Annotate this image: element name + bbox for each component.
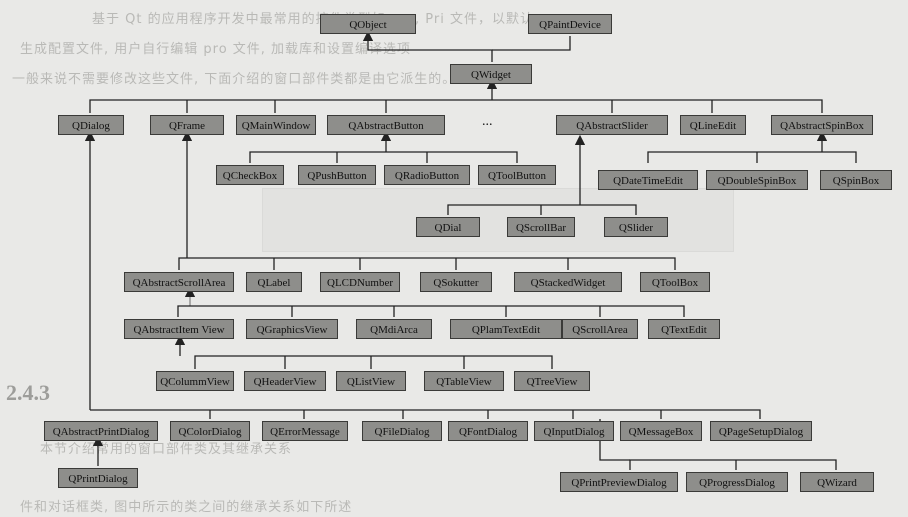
class-qcolumnview: QColummView: [156, 371, 234, 391]
class-qmainwindow: QMainWindow: [236, 115, 316, 135]
class-qspinbox: QSpinBox: [820, 170, 892, 190]
bus-button-children: [249, 151, 518, 163]
class-qheaderview: QHeaderView: [244, 371, 326, 391]
class-qmdiarea: QMdiArca: [356, 319, 432, 339]
class-qinputdialog: QInputDialog: [534, 421, 614, 441]
class-qgraphicsview: QGraphicsView: [246, 319, 338, 339]
class-qdatetimeedit: QDateTimeEdit: [598, 170, 698, 190]
edge-qwidget-qpaintdevice: [492, 36, 571, 51]
class-qplaintextedit: QPlamTextEdit: [450, 319, 562, 339]
bus-scrollarea-children: [177, 305, 685, 317]
bus-spinbox-children: [647, 151, 857, 163]
class-qtextedit: QTextEdit: [648, 319, 720, 339]
class-qmessagebox: QMessageBox: [620, 421, 702, 441]
class-qabstractslider: QAbstractSlider: [556, 115, 668, 135]
edge-qwidget-qobject: [362, 30, 493, 62]
class-qdial: QDial: [416, 217, 480, 237]
bus-slider-children: [447, 204, 637, 215]
class-qpagesetupdialog: QPageSetupDialog: [710, 421, 812, 441]
more-classes-ellipsis: ...: [482, 114, 493, 129]
class-qabstractspinbox: QAbstractSpinBox: [771, 115, 873, 135]
background-text-line: 生成配置文件, 用户自行编辑 pro 文件, 加载库和设置编译选项: [20, 42, 412, 57]
class-qpaintdevice: QPaintDevice: [528, 14, 612, 34]
class-qprintdialog: QPrintDialog: [58, 468, 138, 488]
class-qlabel: QLabel: [246, 272, 302, 292]
class-qobject: QObject: [320, 14, 416, 34]
bus-frame-children: [178, 257, 676, 270]
class-qdialog: QDialog: [58, 115, 124, 135]
class-qfontdialog: QFontDialog: [448, 421, 528, 441]
class-qtoolbutton: QToolButton: [478, 165, 556, 185]
class-qabstractbutton: QAbstractButton: [327, 115, 445, 135]
bus-itemview-children: [194, 355, 553, 369]
class-qlistview: QListView: [336, 371, 406, 391]
class-qstackedwidget: QStackedWidget: [514, 272, 622, 292]
background-text-line: 基于 Qt 的应用程序开发中最常用的控件类型如 pro, Pri 文件，以默认: [92, 12, 534, 27]
class-qerrormessage: QErrorMessage: [262, 421, 348, 441]
class-qpushbutton: QPushButton: [298, 165, 376, 185]
bus-dialog-children: [90, 409, 761, 419]
section-heading: 2.4.3: [6, 380, 50, 405]
class-qcheckbox: QCheckBox: [216, 165, 284, 185]
bus-dialog-row2: [629, 459, 837, 470]
class-qprintpreviewdialog: QPrintPreviewDialog: [560, 472, 678, 492]
class-qtreeview: QTreeView: [514, 371, 590, 391]
background-text-line: 一般来说不需要修改这些文件, 下面介绍的窗口部件类都是由它派生的。: [12, 72, 457, 87]
class-qabstractscrollarea: QAbstractScrollArea: [124, 272, 234, 292]
class-qlcdnumber: QLCDNumber: [320, 272, 400, 292]
class-qframe: QFrame: [150, 115, 224, 135]
class-qslider: QSlider: [604, 217, 668, 237]
bus-level1: [89, 99, 823, 113]
class-qradiobutton: QRadioButton: [384, 165, 470, 185]
class-qabstractprintdialog: QAbstractPrintDialog: [44, 421, 158, 441]
class-qscrollarea: QScrollArea: [562, 319, 638, 339]
class-qtableview: QTableView: [424, 371, 504, 391]
class-qlineedit: QLineEdit: [680, 115, 746, 135]
class-qcolordialog: QColorDialog: [170, 421, 250, 441]
class-qwidget: QWidget: [450, 64, 532, 84]
class-qsokutter: QSokutter: [420, 272, 492, 292]
class-qscrollbar: QScrollBar: [507, 217, 575, 237]
class-qtoolbox: QToolBox: [640, 272, 710, 292]
class-qfiledialog: QFileDialog: [362, 421, 442, 441]
class-qprogressdialog: QProgressDialog: [686, 472, 788, 492]
class-qdoublespinbox: QDoubleSpinBox: [706, 170, 808, 190]
class-qwizard: QWizard: [800, 472, 874, 492]
background-text-line: 件和对话框类, 图中所示的类之间的继承关系如下所述: [20, 500, 353, 515]
class-qabstractitemview: QAbstractItem View: [124, 319, 234, 339]
